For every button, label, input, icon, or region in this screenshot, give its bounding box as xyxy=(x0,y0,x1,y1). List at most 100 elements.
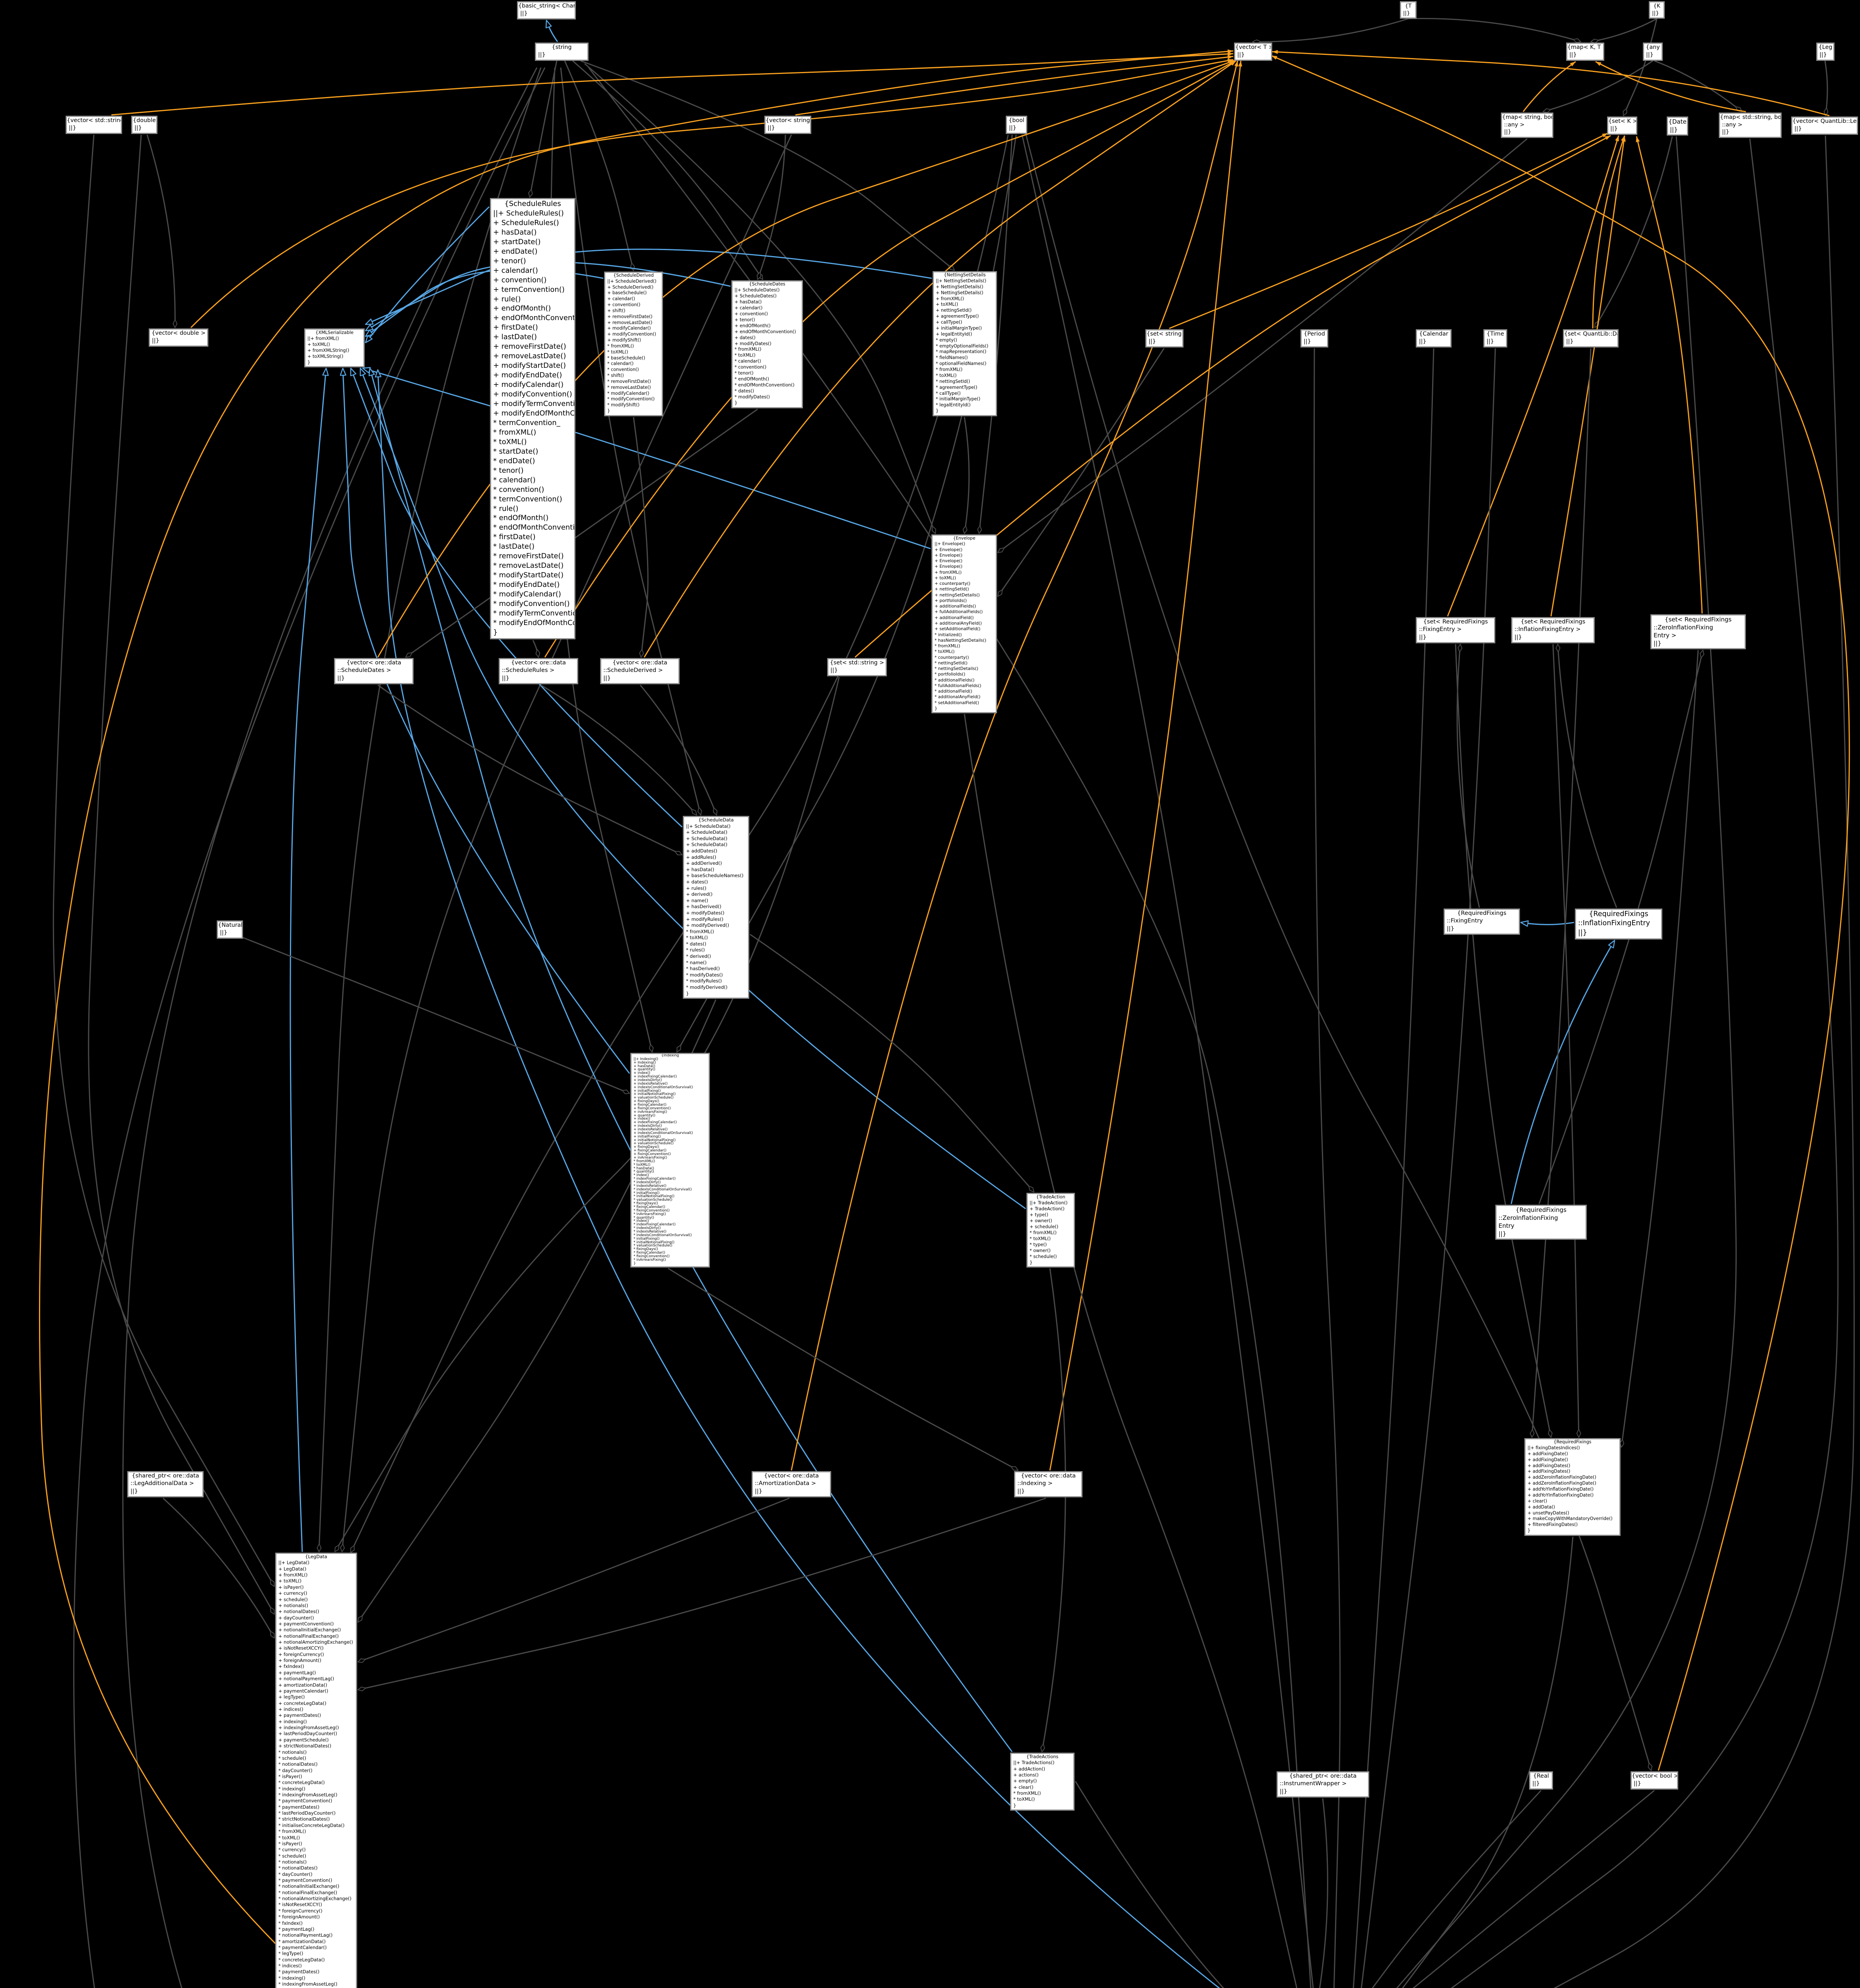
class-node-title: {shared_ptr< ore::data xyxy=(1289,1773,1357,1779)
class-node-tpl-T[interactable]: {T||} xyxy=(1400,1,1417,19)
graph-edge-template xyxy=(791,60,1238,1471)
graph-edge-composition xyxy=(1319,1798,1328,1988)
class-node-schedule-data[interactable]: {ScheduleData||+ ScheduleData() + Schedu… xyxy=(683,816,749,999)
graph-edge-template xyxy=(1522,61,1576,112)
class-node-trade-action[interactable]: {TradeAction||+ TradeAction() + TradeAct… xyxy=(1026,1193,1075,1268)
graph-edge-inheritance xyxy=(351,368,683,828)
graph-edge-composition xyxy=(146,134,175,328)
class-node-vector-T[interactable]: {vector< T >||} xyxy=(1234,43,1272,61)
class-node-map-K-T[interactable]: {map< K, T >||} xyxy=(1566,43,1604,61)
class-node-members: ||} xyxy=(768,125,775,131)
class-node-map-stdstring-any[interactable]: {map< std::string, boost::any > ||} xyxy=(1719,113,1782,138)
graph-edge-composition xyxy=(580,60,954,270)
graph-edge-composition xyxy=(342,134,792,1552)
graph-edge-template xyxy=(190,58,1234,328)
class-node-members: ||+ ScheduleData() + ScheduleData() + Sc… xyxy=(686,823,744,996)
class-node-leg-data[interactable]: {LegData||+ LegData() + LegData() + from… xyxy=(275,1553,357,1988)
class-node-members: ||} xyxy=(1670,126,1678,133)
class-node-set-inflationfixingentry[interactable]: {set< RequiredFixings::InflationFixingEn… xyxy=(1511,617,1595,643)
class-node-date[interactable]: {Date||} xyxy=(1667,116,1688,136)
graph-edge-template xyxy=(1636,136,1703,614)
graph-edge-composition xyxy=(1372,1790,1542,1988)
class-node-required-fixings[interactable]: {RequiredFixings||+ fixingDatesIndices()… xyxy=(1524,1438,1621,1536)
class-node-vector-stdstring[interactable]: {vector< std::string >||} xyxy=(66,116,122,134)
class-node-time[interactable]: {Time||} xyxy=(1483,329,1507,348)
class-node-calendar[interactable]: {Calendar||} xyxy=(1416,329,1452,348)
graph-edge-template xyxy=(544,60,1236,658)
graph-edge-composition xyxy=(1021,134,1314,1988)
class-node-title: {string xyxy=(552,44,572,50)
class-node-period[interactable]: {Period||} xyxy=(1300,329,1328,348)
class-node-vector-bool[interactable]: {vector< bool >||} xyxy=(1631,1771,1678,1790)
class-node-title: {map< string, boost xyxy=(1502,114,1552,120)
class-node-vec-schedule-derived[interactable]: {vector< ore::data::ScheduleDerived > ||… xyxy=(600,658,680,684)
class-node-members: ||+ NettingSetDetails() + NettingSetDeta… xyxy=(936,278,989,414)
graph-edge-composition xyxy=(1594,136,1673,328)
class-node-fixingentry[interactable]: {RequiredFixings::FixingEntry ||} xyxy=(1444,909,1520,935)
class-node-set-string[interactable]: {set< string >||} xyxy=(1145,329,1184,348)
graph-edge-composition xyxy=(588,67,1312,1988)
class-node-string[interactable]: {string||} xyxy=(535,43,589,61)
graph-edge-template xyxy=(1271,55,1850,1771)
class-node-vec-schedule-rules[interactable]: {vector< ore::data::ScheduleRules > ||} xyxy=(499,658,578,684)
graph-edge-inheritance xyxy=(343,368,630,1074)
class-node-vector-qlleg[interactable]: {vector< QuantLib::Leg >||} xyxy=(1791,116,1858,135)
class-node-shared-ptr-instrumentwrapper[interactable]: {shared_ptr< ore::data::InstrumentWrappe… xyxy=(1277,1771,1369,1798)
class-node-inflationfixingentry[interactable]: {RequiredFixings::InflationFixingEntry |… xyxy=(1575,909,1662,940)
class-node-set-K[interactable]: {set< K >||} xyxy=(1607,116,1637,135)
class-node-set-qldate[interactable]: {set< QuantLib::Date >||} xyxy=(1563,329,1619,348)
class-node-vector-string[interactable]: {vector< string >||} xyxy=(764,116,811,134)
class-node-set-fixingentry[interactable]: {set< RequiredFixings::FixingEntry > ||} xyxy=(1416,617,1495,643)
graph-edge-composition xyxy=(350,134,1009,1553)
class-node-schedule-dates[interactable]: {ScheduleDates||+ ScheduleDates() + Sche… xyxy=(731,280,803,408)
class-node-set-stdstring[interactable]: {set< std::string >||} xyxy=(827,658,887,676)
class-node-xml-serializable[interactable]: {XMLSerializable||+ fromXML() + toXML() … xyxy=(304,328,365,367)
class-node-title: {ScheduleRules xyxy=(504,200,561,208)
graph-edge-composition xyxy=(639,685,717,815)
class-node-members: ||+ TradeAction() + TradeAction() + type… xyxy=(1030,1200,1068,1265)
class-node-title: {Calendar xyxy=(1419,331,1448,337)
class-node-title: {Date xyxy=(1668,118,1687,125)
class-node-indexing[interactable]: {Indexing||+ Indexing() + Indexing() + h… xyxy=(630,1053,710,1268)
class-node-members: ||} xyxy=(1532,1780,1540,1787)
class-node-map-string-any[interactable]: {map< string, boost::any > ||} xyxy=(1501,113,1553,138)
class-node-members: ::any > ||} xyxy=(1722,121,1743,136)
class-node-shared-ptr-legadditionaldata[interactable]: {shared_ptr< ore::data::LegAdditionalDat… xyxy=(127,1471,204,1497)
class-node-trade-actions[interactable]: {TradeActions||+ TradeActions() + addAct… xyxy=(1010,1753,1075,1811)
class-node-vec-indexing[interactable]: {vector< ore::data::Indexing > ||} xyxy=(1014,1471,1083,1497)
class-node-vec-schedule-dates[interactable]: {vector< ore::data::ScheduleDates > ||} xyxy=(334,658,414,684)
class-node-zeroinflationfixingentry[interactable]: {RequiredFixings::ZeroInflationFixing En… xyxy=(1495,1205,1587,1240)
class-node-members: ::ScheduleDates > ||} xyxy=(337,667,391,681)
class-node-title: {RequiredFixings xyxy=(1516,1206,1567,1213)
class-node-members: ||+ LegData() + LegData() + fromXML() + … xyxy=(278,1560,353,1988)
graph-edge-composition xyxy=(1396,136,1737,1988)
class-node-members: ::ZeroInflationFixing Entry > ||} xyxy=(1654,624,1713,647)
class-node-members: ::InflationFixingEntry ||} xyxy=(1578,919,1650,937)
class-node-title: {Natural xyxy=(218,922,243,928)
graph-edge-composition xyxy=(1408,18,1581,42)
graph-edge-composition xyxy=(1361,348,1496,1988)
class-node-leg[interactable]: {Leg||} xyxy=(1816,43,1835,61)
class-node-any[interactable]: {any||} xyxy=(1643,43,1663,61)
class-node-vector-double[interactable]: {vector< double >||} xyxy=(149,328,208,347)
graph-edge-composition xyxy=(750,934,1034,1192)
graph-edge-inheritance xyxy=(546,20,558,42)
class-node-natural[interactable]: {Natural||} xyxy=(217,920,243,939)
graph-edge-composition xyxy=(584,63,935,534)
class-node-tpl-K[interactable]: {K||} xyxy=(1649,1,1665,19)
class-node-double[interactable]: {double||} xyxy=(131,116,157,134)
class-node-schedule-derived[interactable]: {ScheduleDerived||+ ScheduleDerived() + … xyxy=(604,272,663,416)
class-node-basic-string[interactable]: {basic_string< Char >||} xyxy=(517,1,576,19)
class-node-title: {TradeAction xyxy=(1036,1194,1065,1200)
class-node-set-zeroinflationfixingentry[interactable]: {set< RequiredFixings::ZeroInflationFixi… xyxy=(1650,614,1746,649)
class-node-vec-amortizationdata[interactable]: {vector< ore::data::AmortizationData > |… xyxy=(752,1471,831,1497)
class-node-title: {vector< ore::data xyxy=(511,660,566,666)
class-node-bool[interactable]: {bool||} xyxy=(1006,116,1027,134)
graph-edge-template xyxy=(1447,135,1619,617)
class-node-real[interactable]: {Real||} xyxy=(1529,1771,1553,1790)
class-node-envelope[interactable]: {Envelope||+ Envelope() + Envelope() + E… xyxy=(931,534,997,713)
class-node-title: {double xyxy=(133,117,156,124)
class-node-netting-set-details[interactable]: {NettingSetDetails||+ NettingSetDetails(… xyxy=(933,271,997,416)
graph-edge-composition xyxy=(1042,1268,1066,1752)
class-node-schedule-rules[interactable]: {ScheduleRules||+ ScheduleRules() + Sche… xyxy=(490,198,575,639)
